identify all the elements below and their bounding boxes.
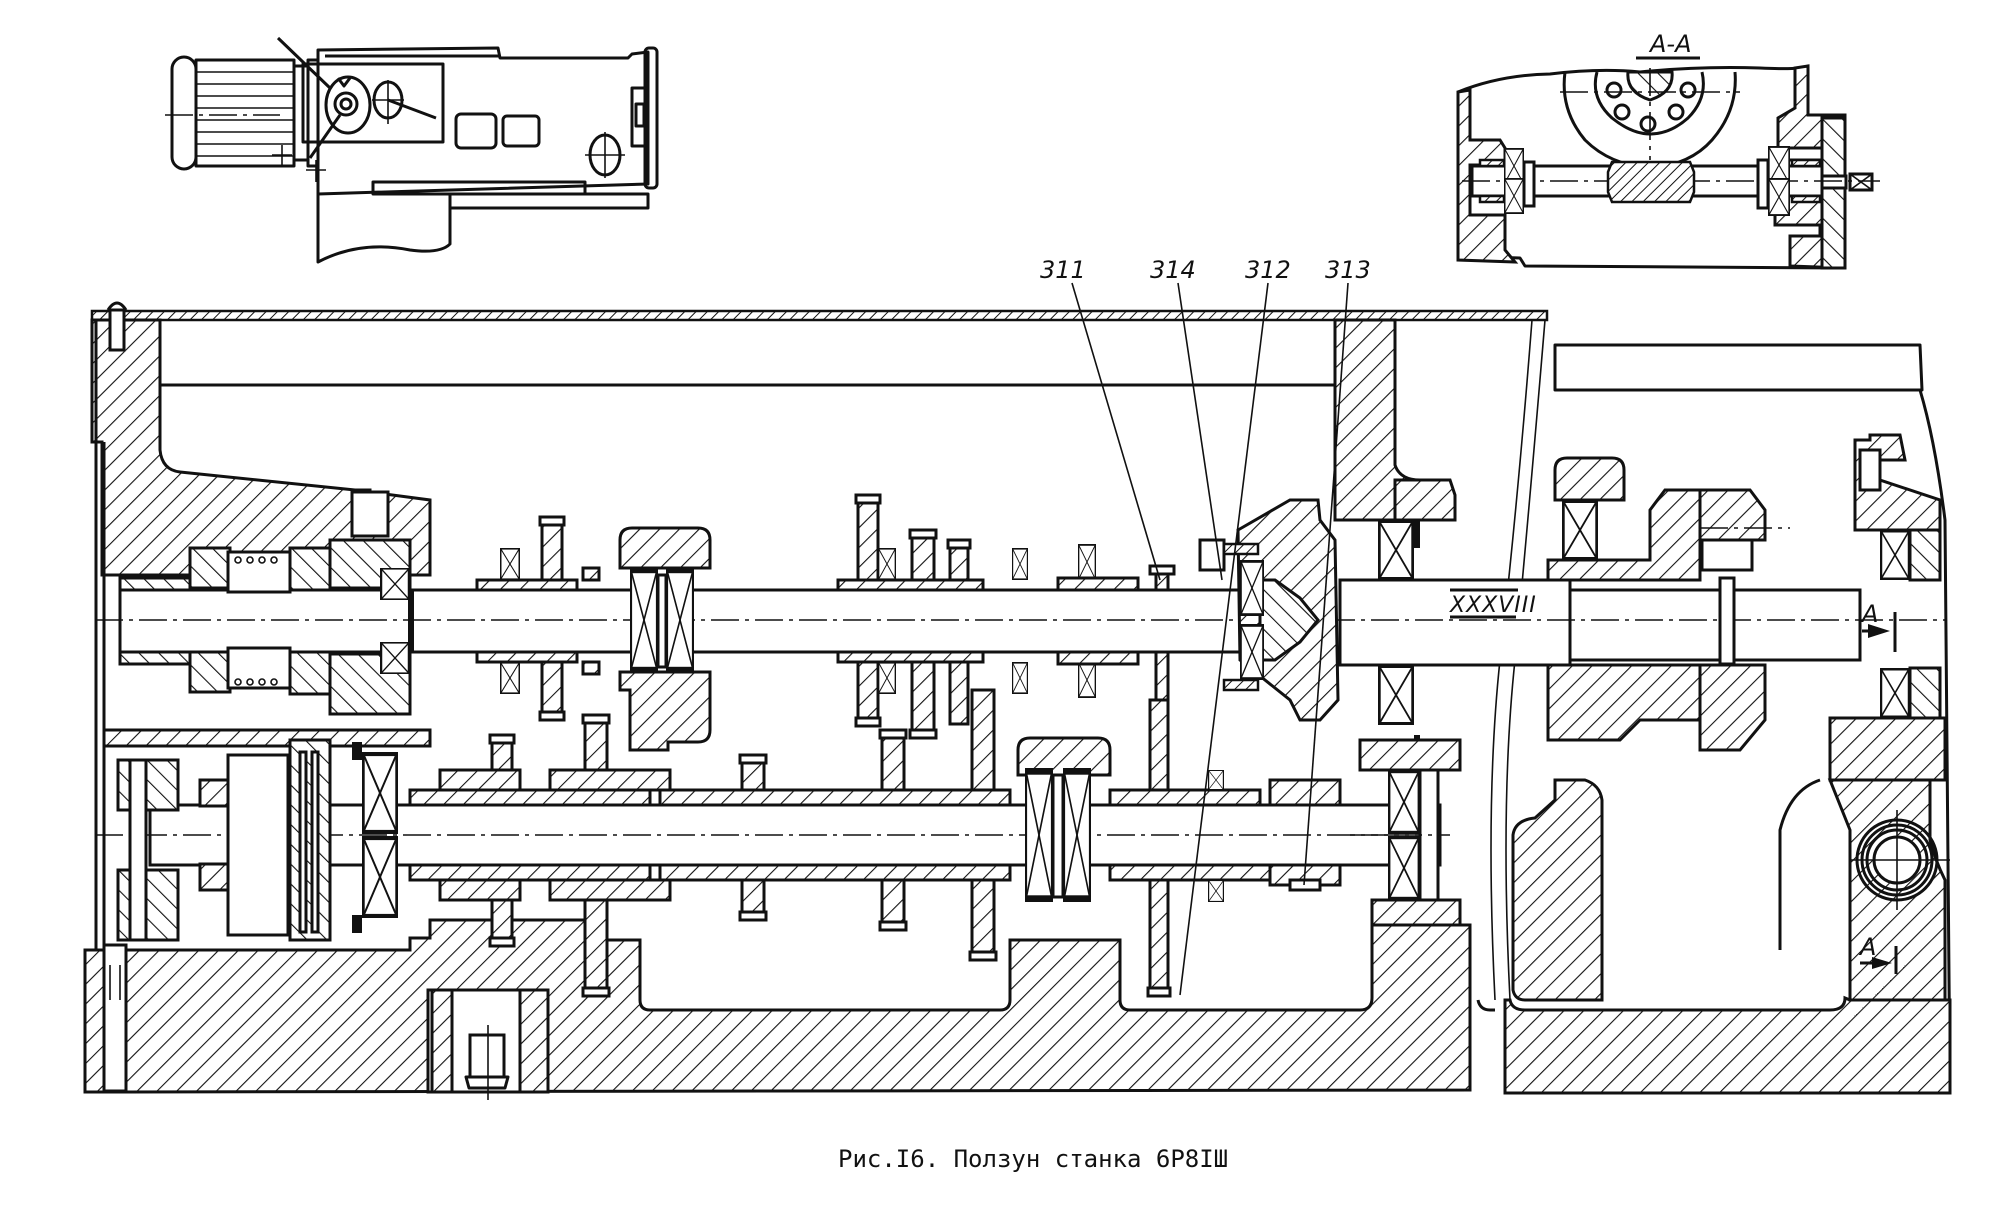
callout-leaders	[1071, 282, 1349, 996]
top-cover-plate	[90, 309, 1549, 322]
housing-base	[83, 918, 1472, 1094]
control-panel	[301, 62, 445, 144]
shaft-label-group: XXXVIII	[1449, 588, 1537, 619]
lever-lower[interactable]	[308, 114, 342, 159]
motor-body	[194, 58, 296, 168]
callout-311: 311	[1040, 256, 1086, 284]
motor-end-cap	[170, 55, 198, 171]
main-longitudinal-section: 311 314 312 313 XXXVIII А А	[83, 256, 1952, 1100]
callout-313: 313	[1325, 256, 1371, 284]
slider-housing-outline	[316, 46, 650, 196]
svg-text:А: А	[1860, 600, 1878, 628]
shaft-label: XXXVIII	[1449, 593, 1537, 618]
motor-fins	[196, 71, 294, 157]
lever-upper[interactable]	[276, 36, 332, 90]
figure-caption: Рис.І6. Ползун станка 6Р8ІШ	[838, 1145, 1228, 1173]
section-a-a-title: А-А	[1648, 30, 1692, 58]
indicator-window-1	[454, 112, 498, 150]
section-a-a: А-А	[1456, 30, 1880, 270]
section-mark-upper: А	[1860, 600, 1897, 652]
callout-314: 314	[1150, 256, 1196, 284]
slider-exterior-view	[165, 36, 659, 264]
speed-lever[interactable]	[387, 98, 437, 120]
indicator-window-2	[501, 114, 541, 148]
section-mark-lower: А	[1858, 933, 1898, 974]
svg-text:А: А	[1858, 933, 1876, 961]
selector-dial[interactable]	[324, 75, 372, 135]
callout-312: 312	[1245, 256, 1291, 284]
